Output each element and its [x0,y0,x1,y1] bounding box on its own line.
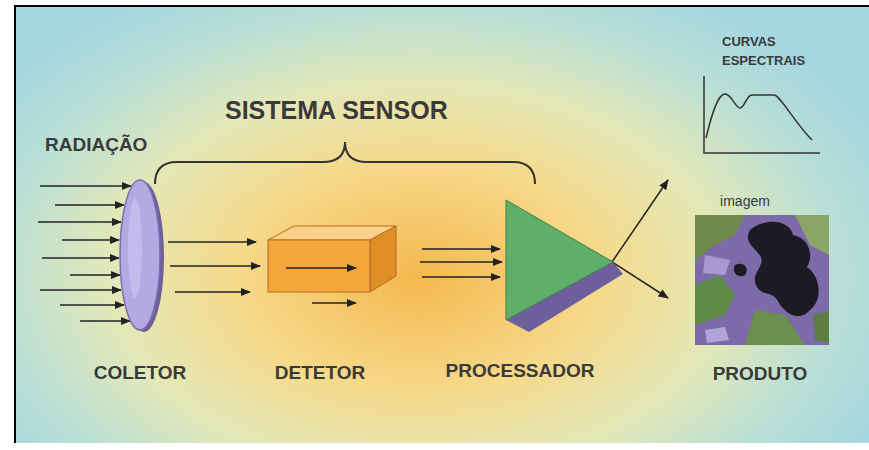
product-image: imagemPRODUTO [695,215,829,345]
processor-triangle [500,198,622,338]
part-label: COLETOR [94,362,187,384]
lens-shape [118,178,166,333]
signal-arrow [612,262,668,298]
radiation-arrows [38,186,131,321]
signal-arrow [420,261,502,263]
detector-box: DETETOR [268,226,398,292]
part-label: PRODUTO [713,363,808,385]
signal-arrow [170,265,260,267]
collector-lens: COLETOR [118,178,166,333]
brace [155,142,535,184]
part-label: PROCESSADOR [446,360,595,382]
spectral-chart: CURVAS ESPECTRAIS [700,28,830,158]
system-title: SISTEMA SENSOR [225,96,448,125]
detector-box [268,226,398,292]
radiation-label: RADIAÇÃO [45,134,147,156]
satellite-image [695,215,829,345]
processor-triangle: PROCESSADOR [500,198,622,338]
chart-title: CURVAS ESPECTRAIS [722,32,805,70]
image-caption: imagem [720,193,770,209]
part-label: DETETOR [275,362,365,384]
signal-arrow [612,180,668,262]
